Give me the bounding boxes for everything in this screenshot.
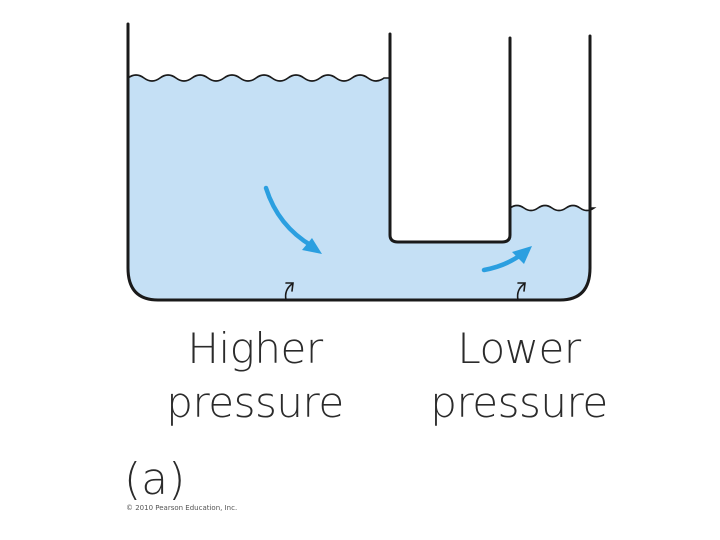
water-body xyxy=(128,75,594,300)
right-water-surface xyxy=(509,204,597,212)
lower-label-line1: Lower xyxy=(457,324,581,373)
curved-arrow-icon xyxy=(263,185,322,254)
lower-pressure-label: Lower pressure xyxy=(414,322,624,430)
lower-label-line2: pressure xyxy=(430,378,608,427)
higher-label-line2: pressure xyxy=(166,378,344,427)
copyright-text: © 2010 Pearson Education, Inc. xyxy=(126,504,238,512)
left-water-surface xyxy=(127,74,390,82)
small-curved-arrow-icon xyxy=(516,282,526,301)
higher-label-line1: Higher xyxy=(187,324,323,373)
panel-label: (a) xyxy=(124,454,186,505)
small-curved-arrow-icon xyxy=(284,282,294,301)
inner-divider xyxy=(388,32,512,244)
container-outline xyxy=(126,22,592,302)
curved-arrow-icon xyxy=(481,246,532,273)
higher-pressure-label: Higher pressure xyxy=(150,322,360,430)
